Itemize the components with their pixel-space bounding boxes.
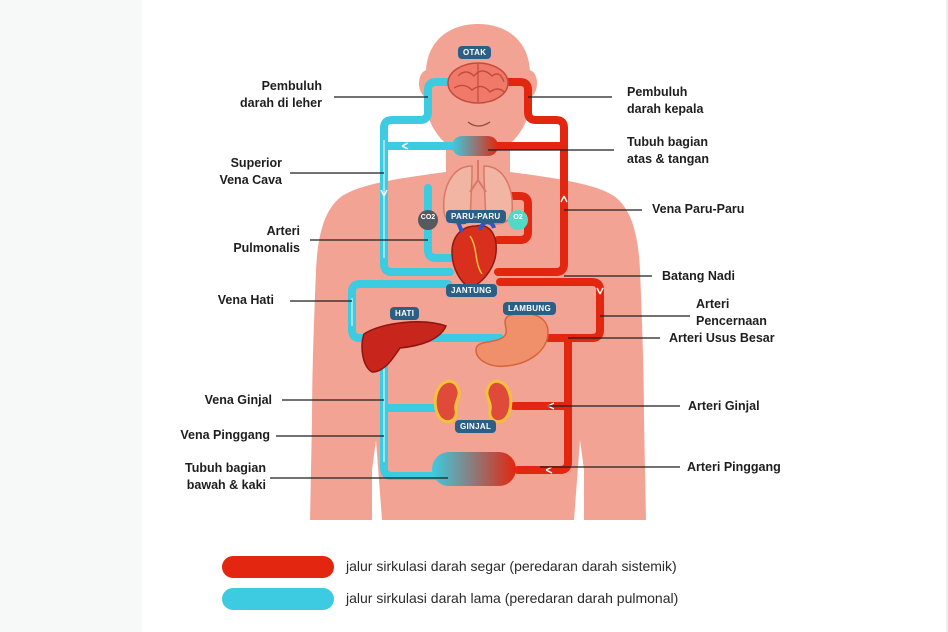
chin-smile bbox=[467, 121, 491, 127]
label-line: Arteri bbox=[266, 224, 300, 238]
label-batang-nadi: Batang Nadi bbox=[662, 269, 735, 283]
heart-icon bbox=[451, 220, 497, 289]
label-vena-hati: Vena Hati bbox=[217, 293, 274, 307]
label-line: Pembuluh bbox=[261, 79, 322, 93]
label-line: darah di leher bbox=[240, 96, 322, 110]
label-vena-ginjal: Vena Ginjal bbox=[204, 393, 272, 407]
arterial-circuit bbox=[486, 78, 604, 474]
right-margin-strip bbox=[946, 0, 948, 632]
label-vena-paru: Vena Paru-Paru bbox=[652, 202, 745, 216]
o2-label: O2 bbox=[513, 214, 523, 221]
label-line: Pembuluh bbox=[627, 85, 688, 99]
brain-icon bbox=[447, 62, 509, 104]
stomach-icon bbox=[475, 312, 549, 368]
organ-tag-paru-paru: PARU-PARU bbox=[446, 210, 506, 223]
organ-tag-hati: HATI bbox=[390, 307, 420, 320]
label-line: Tubuh bagian bbox=[627, 135, 709, 149]
label-pembuluh-leher: Pembuluh darah di leher bbox=[240, 78, 322, 112]
legend-text-venous: jalur sirkulasi darah lama (peredaran da… bbox=[346, 590, 679, 606]
label-vena-pinggang: Vena Pinggang bbox=[180, 428, 270, 442]
label-line: Pencernaan bbox=[696, 314, 767, 328]
co2-bubble bbox=[418, 210, 438, 230]
organ-tag-otak: OTAK bbox=[458, 46, 492, 59]
liver-icon bbox=[361, 321, 448, 373]
venous-inner-highlight bbox=[351, 140, 385, 462]
legend-text-arterial: jalur sirkulasi darah segar (peredaran d… bbox=[346, 558, 677, 574]
label-line: Superior bbox=[230, 156, 282, 170]
label-tubuh-bawah: Tubuh bagian bawah & kaki bbox=[185, 460, 266, 494]
organ-tag-lambung: LAMBUNG bbox=[503, 302, 556, 315]
label-superior-vena-cava: Superior Vena Cava bbox=[219, 155, 282, 189]
label-line: darah kepala bbox=[627, 102, 704, 116]
label-arteri-pinggang: Arteri Pinggang bbox=[687, 460, 781, 474]
label-arteri-pulmonalis: Arteri Pulmonalis bbox=[233, 223, 300, 257]
o2-bubble bbox=[508, 210, 528, 230]
organ-tag-jantung: JANTUNG bbox=[446, 284, 497, 297]
venous-circuit bbox=[348, 78, 504, 480]
co2-label: CO2 bbox=[420, 214, 436, 221]
label-line: Pulmonalis bbox=[233, 241, 300, 255]
legend-swatch-venous bbox=[222, 588, 334, 610]
lungs-icon bbox=[443, 160, 513, 225]
upper-body-capillary bbox=[452, 136, 498, 156]
leader-lines bbox=[270, 96, 690, 479]
kidneys-icon bbox=[433, 379, 513, 424]
label-line: Tubuh bagian bbox=[184, 461, 266, 475]
label-arteri-ginjal: Arteri Ginjal bbox=[688, 399, 760, 413]
left-margin-strip bbox=[0, 0, 142, 632]
lower-body-capillary bbox=[432, 452, 516, 486]
label-arteri-pencernaan: Arteri Pencernaan bbox=[696, 296, 767, 330]
label-arteri-usus-besar: Arteri Usus Besar bbox=[669, 331, 775, 345]
label-pembuluh-kepala: Pembuluh darah kepala bbox=[627, 84, 703, 118]
label-tubuh-atas: Tubuh bagian atas & tangan bbox=[627, 134, 709, 168]
legend-swatch-arterial bbox=[222, 556, 334, 578]
label-line: atas & tangan bbox=[627, 152, 709, 166]
label-line: bawah & kaki bbox=[186, 478, 266, 492]
label-line: Vena Cava bbox=[219, 173, 282, 187]
label-line: Arteri bbox=[696, 297, 730, 311]
organ-tag-ginjal: GINJAL bbox=[455, 420, 497, 433]
